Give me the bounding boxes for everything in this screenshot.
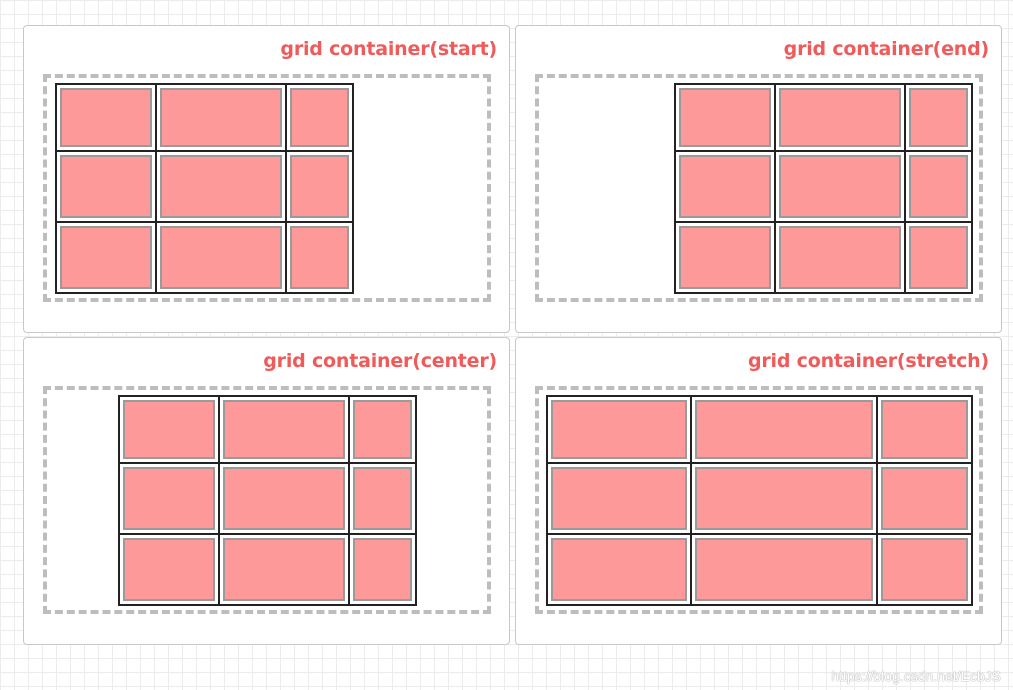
grid-item — [160, 155, 282, 218]
grid-container-outline — [535, 386, 983, 614]
grid-cell — [547, 463, 691, 534]
grid-cell — [675, 151, 775, 222]
grid-cell — [286, 151, 353, 222]
grid-item — [881, 467, 968, 530]
grid-cell — [547, 534, 691, 605]
grid-item — [909, 226, 968, 289]
grid-cell — [56, 222, 156, 293]
grid-container-outline — [535, 74, 983, 302]
grid-item — [679, 155, 771, 218]
grid-cell — [119, 463, 219, 534]
grid-tracks — [55, 83, 354, 294]
panel-start: grid container(start) — [23, 25, 510, 333]
grid-item — [290, 226, 349, 289]
grid-item — [60, 226, 152, 289]
grid-cell — [119, 534, 219, 605]
grid-cell — [905, 151, 972, 222]
panel-title: grid container(start) — [280, 38, 497, 60]
grid-item — [695, 538, 873, 601]
grid-cell — [675, 222, 775, 293]
grid-cell — [219, 534, 349, 605]
grid-tracks — [118, 395, 417, 606]
grid-cell — [56, 84, 156, 151]
grid-cell — [547, 396, 691, 463]
grid-cell — [905, 222, 972, 293]
grid-cell — [349, 463, 416, 534]
grid-item — [60, 88, 152, 147]
grid-item — [290, 88, 349, 147]
grid-item — [353, 538, 412, 601]
grid-item — [881, 400, 968, 459]
grid-item — [779, 226, 901, 289]
grid-item — [353, 400, 412, 459]
grid-cell — [349, 534, 416, 605]
grid-cell — [349, 396, 416, 463]
grid-item — [223, 400, 345, 459]
grid-item — [223, 538, 345, 601]
grid-item — [551, 538, 687, 601]
grid-cell — [691, 396, 877, 463]
grid-item — [881, 538, 968, 601]
panel-title: grid container(stretch) — [747, 350, 989, 372]
grid-item — [160, 226, 282, 289]
grid-cell — [119, 396, 219, 463]
grid-cell — [905, 84, 972, 151]
grid-cell — [156, 222, 286, 293]
grid-cell — [156, 151, 286, 222]
grid-item — [290, 155, 349, 218]
grid-item — [123, 538, 215, 601]
grid-item — [160, 88, 282, 147]
watermark: https://blog.csdn.net/EcbJS — [831, 668, 1001, 684]
grid-item — [695, 400, 873, 459]
grid-tracks — [674, 83, 973, 294]
panel-center: grid container(center) — [23, 337, 510, 645]
grid-cell — [675, 84, 775, 151]
grid-item — [60, 155, 152, 218]
grid-cell — [877, 396, 972, 463]
panel-stretch: grid container(stretch) — [515, 337, 1002, 645]
grid-item — [123, 467, 215, 530]
grid-cell — [691, 534, 877, 605]
panel-title: grid container(center) — [263, 350, 497, 372]
grid-item — [223, 467, 345, 530]
grid-cell — [286, 222, 353, 293]
grid-item — [353, 467, 412, 530]
grid-container-outline — [43, 386, 491, 614]
panel-title: grid container(end) — [783, 38, 990, 60]
grid-item — [551, 400, 687, 459]
grid-cell — [775, 151, 905, 222]
grid-container-outline — [43, 74, 491, 302]
grid-cell — [775, 84, 905, 151]
grid-cell — [219, 463, 349, 534]
grid-cell — [286, 84, 353, 151]
grid-cell — [775, 222, 905, 293]
grid-tracks — [546, 395, 973, 606]
grid-item — [779, 88, 901, 147]
grid-item — [679, 226, 771, 289]
grid-item — [909, 155, 968, 218]
grid-cell — [877, 534, 972, 605]
grid-item — [679, 88, 771, 147]
grid-cell — [691, 463, 877, 534]
grid-cell — [877, 463, 972, 534]
grid-item — [779, 155, 901, 218]
grid-item — [695, 467, 873, 530]
panel-end: grid container(end) — [515, 25, 1002, 333]
grid-cell — [219, 396, 349, 463]
grid-cell — [56, 151, 156, 222]
grid-item — [909, 88, 968, 147]
grid-item — [123, 400, 215, 459]
grid-cell — [156, 84, 286, 151]
grid-item — [551, 467, 687, 530]
